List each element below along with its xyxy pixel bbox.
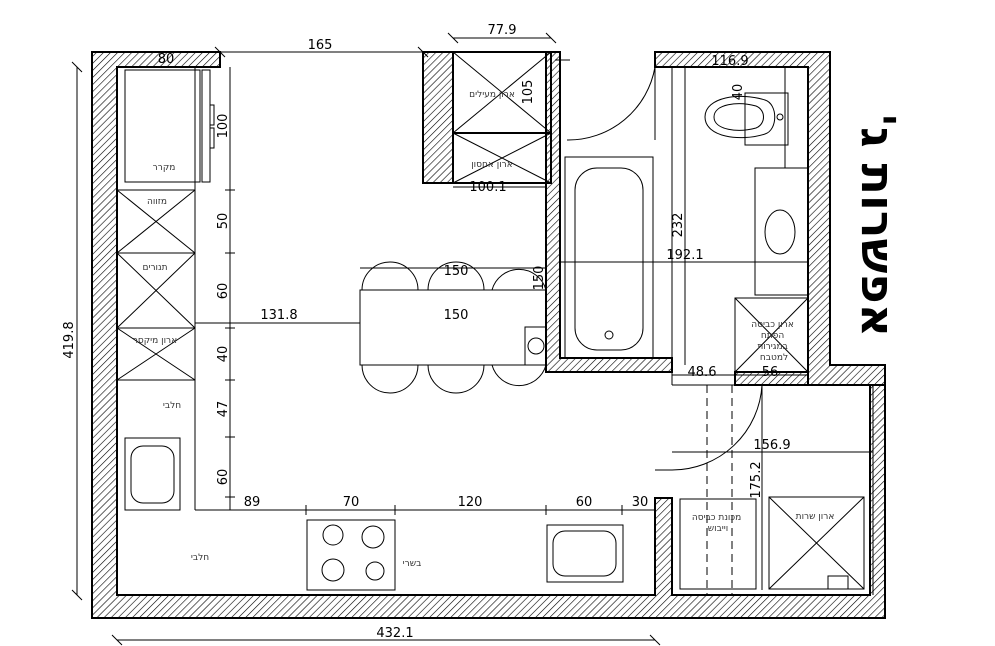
washer-dryer[interactable] [679,498,757,590]
island [359,261,547,394]
dimension-label: 77.9 [488,23,517,38]
dimension-label: 48.6 [688,365,717,380]
bathtub[interactable] [564,156,654,359]
service-closet[interactable] [768,496,865,590]
toilet[interactable] [704,95,776,139]
closets: ארון מעילים ארון אחסון [452,51,552,184]
island-sink[interactable] [524,326,547,366]
dimension-label: 89 [244,495,261,510]
dairy-label-2: חלבי [191,553,209,563]
dimension-label: 120 [458,495,483,510]
dimension-label: 100 [216,114,231,139]
dimension-label: 47 [216,401,231,418]
dimension-lines [76,37,873,641]
dimension-label: 192.1 [666,248,703,263]
dimension-label: 419.8 [62,321,77,358]
tall-cabinets: מקרר מזווה תנורים ארון מיקסר חלבי [116,67,655,511]
bathroom: ארון כביסה הפתח במגירות למטבח [564,67,809,373]
dimension-ticks [71,32,661,646]
dimension-label: 56 [762,365,779,380]
dimension-label: 105 [521,80,536,105]
storage-closet-label: ארון אחסון [471,160,513,170]
dimension-label: 156.9 [753,438,790,453]
dimension-label: 150 [444,264,469,279]
dimension-label: 165 [308,38,333,53]
dimension-label: 60 [216,469,231,486]
dairy-label: חלבי [163,401,181,411]
dimension-label: 40 [216,346,231,363]
dimension-label: 80 [158,52,175,67]
wall-left [91,51,886,619]
dimension-label: 175.2 [749,461,764,498]
dimension-label: 100.1 [469,180,506,195]
storage-closet[interactable] [452,132,552,184]
bathroom-door-swing[interactable] [566,66,656,141]
counter-bottom: חלבי בשרי [191,519,624,591]
dimension-label: 116.9 [711,54,748,69]
dimension-label: 60 [576,495,593,510]
dimension-label: 432.1 [376,626,413,641]
dimension-label: 50 [216,213,231,230]
ovens-label: תנורים [142,263,167,273]
dimension-label: 40 [731,84,746,101]
dimension-label: 150 [444,308,469,323]
laundry-cabinet-label: ארון כביסה הפתח במגירות למטבח [751,320,796,363]
washer-dryer-label: מכונת כביסה וייבוש [692,513,744,534]
laundry-cabinet[interactable] [734,297,809,373]
dimension-label: 232 [671,213,686,238]
dimension-label: 150 [532,266,547,291]
cooktop[interactable] [306,519,396,591]
wall-bathroom [654,51,886,386]
dimension-label: 60 [216,283,231,300]
meat-label: בשרי [403,559,422,569]
coat-closet-label: ארון מעילים [469,90,515,100]
kitchen-sink[interactable] [546,524,624,583]
option-annotation: אפשרות ג' [851,113,905,337]
laundry-door-swing[interactable] [671,384,763,471]
dimension-label: 30 [632,495,649,510]
mixer-cabinet-label: ארון מיקסר [133,336,177,346]
dairy-sink[interactable] [124,437,181,511]
dimension-label: 70 [343,495,360,510]
kitchen-island[interactable] [359,289,547,366]
laundry-room: מכונת כביסה וייבוש ארון שרות [679,496,865,590]
dimension-label: 131.8 [260,308,297,323]
mixer-cabinet[interactable] [116,327,196,381]
service-closet-label: ארון שרות [796,512,835,522]
pantry-label: מזווה [147,197,167,207]
wall-column [422,51,454,184]
dimension-labels: 80 165 77.9 105 100 100.1 116.9 40 50 60… [62,23,791,641]
fridge[interactable] [124,69,201,183]
fridge-label: מקרר [153,163,176,173]
bathroom-vanity[interactable] [754,167,809,296]
